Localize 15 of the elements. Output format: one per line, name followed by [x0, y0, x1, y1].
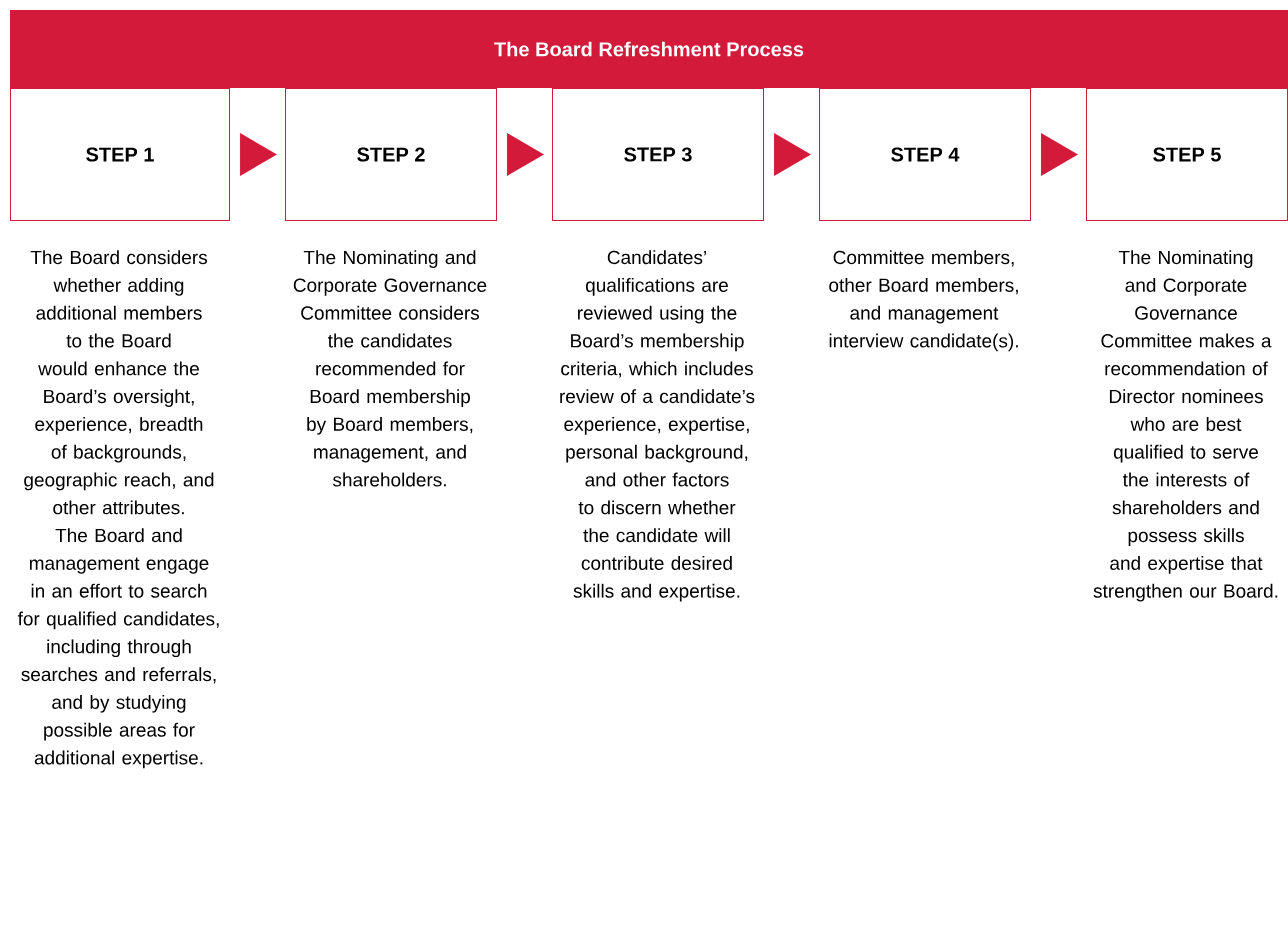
step-box: STEP 1 — [10, 88, 230, 221]
arrow — [506, 133, 544, 176]
step-description: The Board considers whether adding additional members to the Board would enhance the Board’s oversight, experience, breadth of backgrounds, geographic reach, and other attributes. The Board and management engage in an effort to search for qualified candidates, including through searches and referrals, and by studying possible areas for additional expertise. — [17, 250, 219, 769]
step-description: Committee members, other Board members, and management interview candidate(s). — [829, 250, 1018, 352]
arrow — [774, 133, 811, 176]
step-description: The Nominating and Corporate Governance Committee considers the candidates recommended for Board membership by Board members, management, and shareholders. — [293, 250, 487, 487]
step-box: STEP 3 — [552, 88, 764, 221]
step-box: STEP 4 — [819, 88, 1031, 221]
step-box: STEP 2 — [285, 88, 497, 221]
step-description: Candidates’ qualifications are reviewed using the Board’s membership criteria, which includes review of a candidate’s experience, expertise, personal background, and other factors to discern whether the candidate will contribute desired skills and expertise. — [560, 250, 755, 602]
arrow — [240, 133, 277, 176]
title-banner: The Board Refreshment Process — [10, 10, 1288, 88]
step-description: The Nominating and Corporate Governance Committee makes a recommendation of Director nominees who are best qualified to serve the interests of shareholders and possess skills and expertise that strengthen our Board. — [1093, 250, 1278, 602]
step-box: STEP 5 — [1086, 88, 1288, 221]
arrow — [1041, 133, 1078, 176]
